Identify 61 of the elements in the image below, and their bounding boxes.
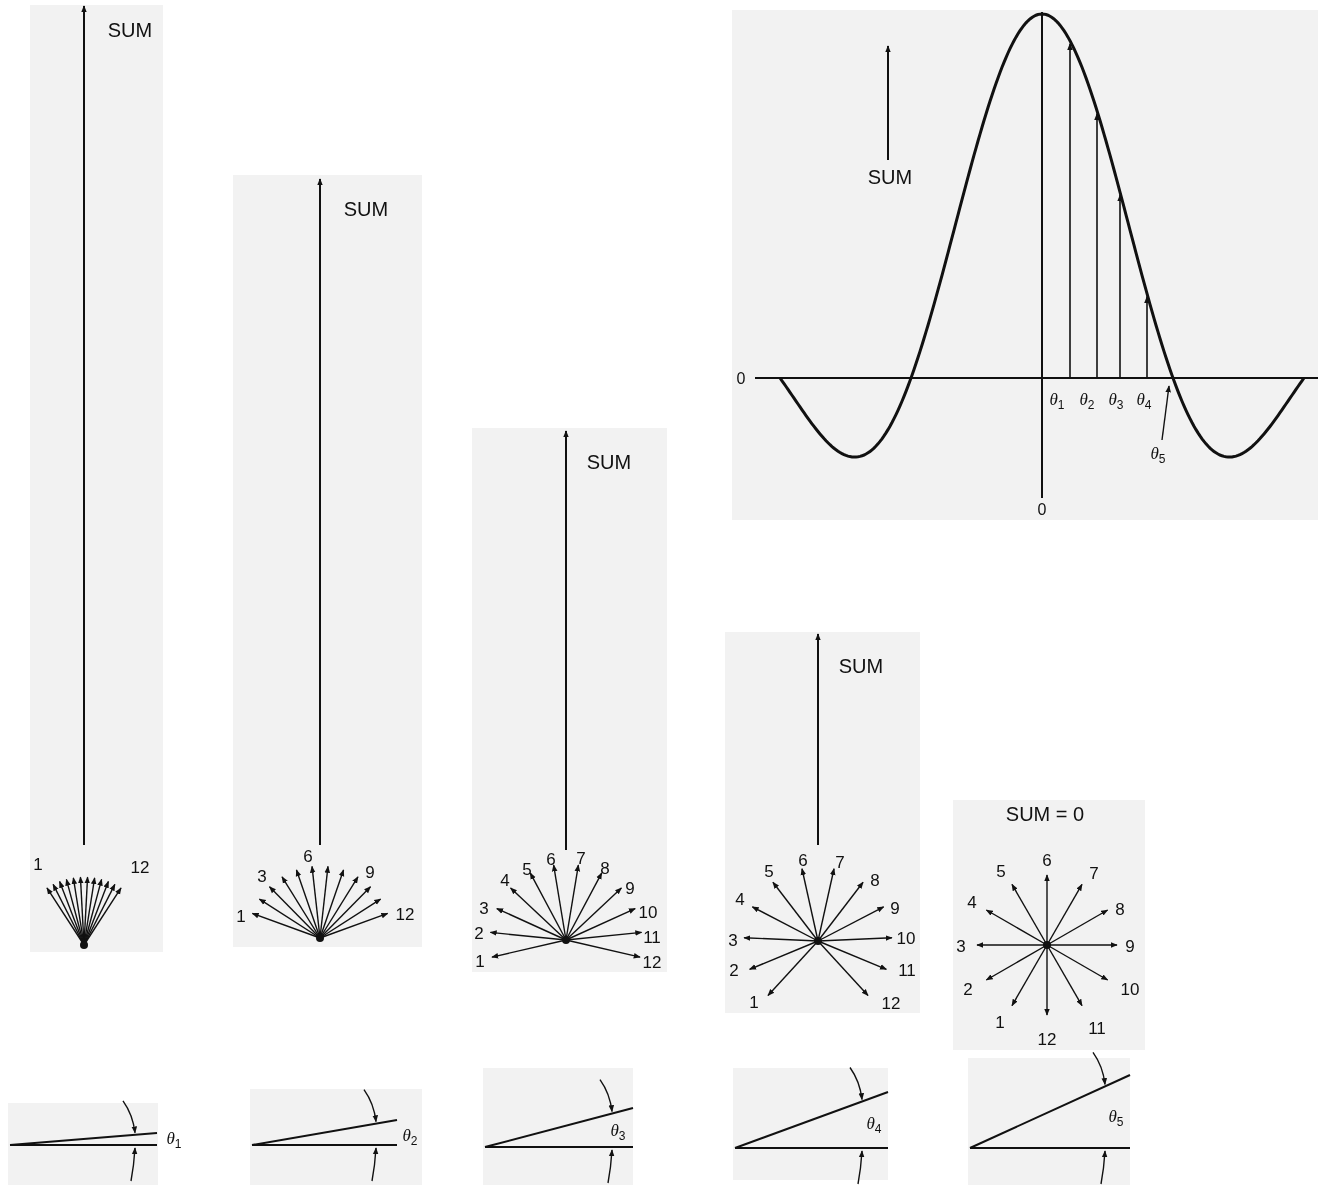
phasor-number: 3	[479, 899, 489, 917]
phasor-number: 10	[1120, 980, 1140, 998]
phasor-number: 5	[522, 860, 532, 878]
phasor-number: 1	[995, 1013, 1005, 1031]
phasor-number: 2	[963, 980, 973, 998]
phasor-number: 5	[764, 862, 774, 880]
phasor-number: 1	[236, 907, 246, 925]
phasor-number: 3	[956, 937, 966, 955]
vector-label: SUM	[586, 452, 632, 472]
phasor-number: 9	[890, 899, 900, 917]
phasor-number: 7	[835, 853, 845, 871]
phasor-number: 4	[967, 893, 977, 911]
phasor-number: 8	[600, 859, 610, 877]
phasor-number: 12	[130, 858, 150, 876]
phasor-number: 9	[365, 863, 375, 881]
phasor-number: 12	[642, 953, 662, 971]
phasor-number: 6	[798, 851, 808, 869]
vector-label: SUM	[867, 167, 913, 187]
angle-label: θ$_{4}$	[1136, 390, 1152, 412]
phasor-number: 6	[546, 850, 556, 868]
angle-label: θ$_{1}$	[1049, 390, 1065, 412]
phasor-number: 2	[729, 961, 739, 979]
phasor-number: 8	[1115, 900, 1125, 918]
axis-zero-label: 0	[736, 371, 746, 387]
phasor-number: 6	[1042, 851, 1052, 869]
phasor-number: 1	[749, 993, 759, 1011]
phasor-number: 11	[643, 928, 661, 946]
phasor-number: 12	[1037, 1030, 1057, 1048]
phasor-number: 10	[638, 903, 658, 921]
angle-label: θ$_{1}$	[166, 1129, 182, 1151]
phasor-number: 1	[475, 952, 485, 970]
phasor-number: 12	[395, 905, 415, 923]
phasor-number: 5	[996, 862, 1006, 880]
phasor-number: 11	[898, 961, 916, 979]
phasor-number: 12	[881, 994, 901, 1012]
phasor-number: 4	[500, 871, 510, 889]
angle-label: θ$_{2}$	[402, 1126, 418, 1148]
phasor-number: 3	[257, 867, 267, 885]
angle-label: θ$_{4}$	[866, 1114, 882, 1136]
vector-label: SUM	[838, 656, 884, 676]
phasor-number: 1	[33, 855, 43, 873]
phasor-number: 10	[896, 929, 916, 947]
phasor-number: 4	[735, 890, 745, 908]
vector-label: SUM	[343, 199, 389, 219]
phasor-number: 9	[1125, 937, 1135, 955]
phasor-number: 6	[303, 847, 313, 865]
phasor-number: 2	[474, 924, 484, 942]
angle-label: θ$_{5}$	[1108, 1107, 1124, 1129]
angle-label: θ$_{5}$	[1150, 444, 1166, 466]
phasor-number: 11	[1088, 1019, 1106, 1037]
phasor-number: 3	[728, 931, 738, 949]
vector-label: SUM	[107, 20, 153, 40]
phasor-number: 8	[870, 871, 880, 889]
phasor-number: 7	[576, 849, 586, 867]
angle-label: θ$_{2}$	[1079, 390, 1095, 412]
vector-label: SUM = 0	[1005, 804, 1085, 824]
phasor-number: 9	[625, 879, 635, 897]
angle-label: θ$_{3}$	[610, 1121, 626, 1143]
axis-zero-label: 0	[1037, 502, 1047, 518]
angle-label: θ$_{3}$	[1108, 390, 1124, 412]
phasor-number: 7	[1089, 864, 1099, 882]
